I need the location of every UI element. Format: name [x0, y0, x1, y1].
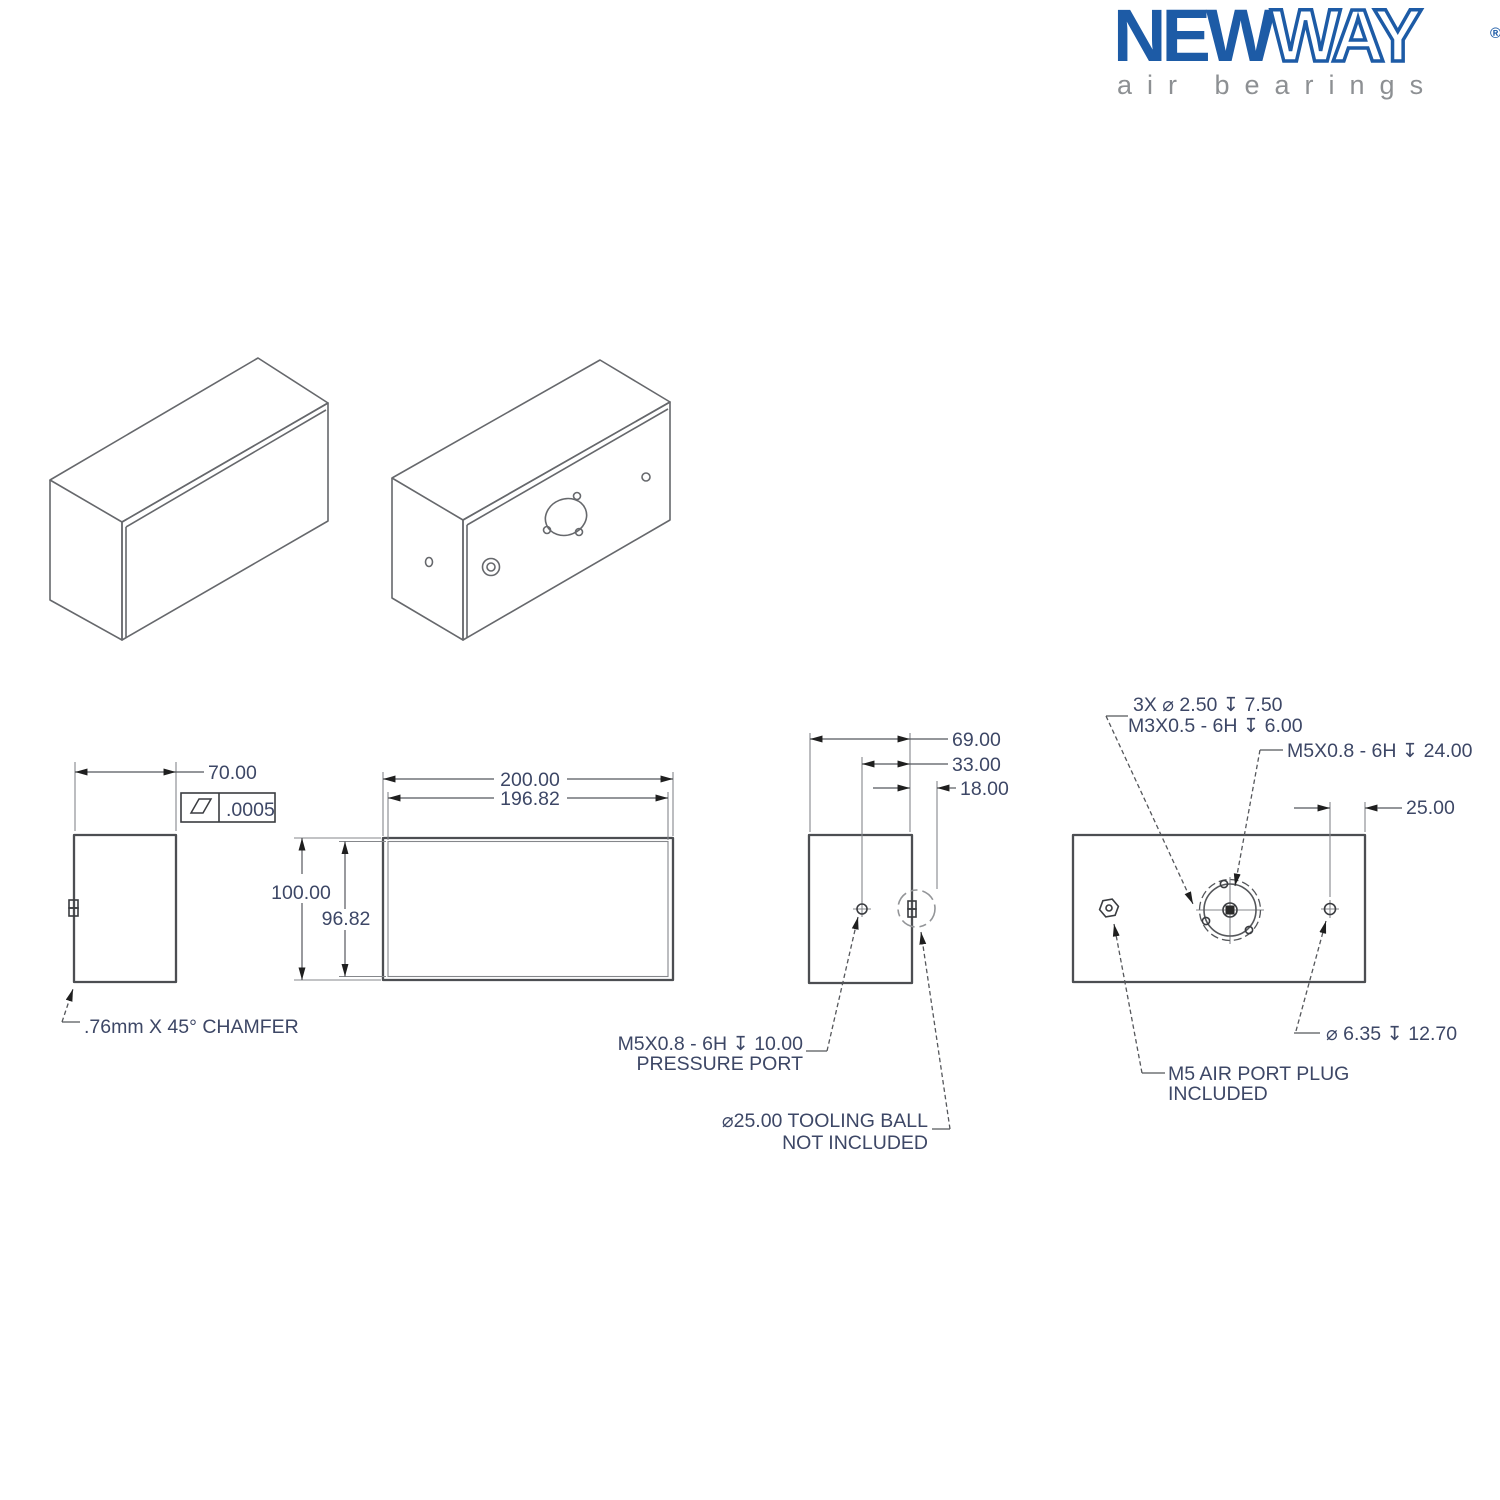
mounting-holes-callout: 3X ⌀ 2.50 ↧ 7.50: [1133, 694, 1283, 716]
m3-hole: [1201, 916, 1211, 926]
isometric-view-mounting-face: [391, 359, 671, 641]
pressure-port-callout: M5X0.8 - 6H ↧ 10.00: [618, 1033, 804, 1055]
dim-body-width: 200.00: [500, 769, 560, 791]
logo-new-text: NEW: [1113, 0, 1276, 77]
back-view: 25.00 3X ⌀ 2.50 ↧ 7.50 M3X0.5 - 6H ↧ 6.0…: [1071, 694, 1473, 1105]
logo-wordmark: NEWWAY ®: [1113, 0, 1500, 74]
registered-trademark-icon: ®: [1489, 25, 1500, 42]
dowel-hole: [1321, 900, 1339, 918]
air-port-plug-hex: [1098, 898, 1120, 918]
svg-text:INCLUDED: INCLUDED: [1168, 1083, 1268, 1105]
center-hole-cluster: [1196, 877, 1264, 944]
dim-hole-offset: 25.00: [1406, 797, 1455, 819]
dim-body-height: 100.00: [271, 882, 331, 904]
flatness-icon: [189, 798, 213, 814]
svg-text:PRESSURE PORT: PRESSURE PORT: [636, 1053, 803, 1075]
dowel-hole-callout: ⌀ 6.35 ↧ 12.70: [1326, 1023, 1457, 1045]
newway-logo: NEWWAY ® air bearings: [1113, 0, 1500, 101]
counterbore-iso-outer: [481, 557, 501, 577]
pressure-port-hole: [856, 903, 868, 915]
svg-text:M3X0.5 - 6H ↧ 6.00: M3X0.5 - 6H ↧ 6.00: [1128, 715, 1303, 737]
tooling-ball-seat-iso: [542, 491, 588, 537]
chamfer-note: .76mm X 45° CHAMFER: [84, 1016, 299, 1038]
end-port-iso: [424, 556, 434, 568]
side-view: 69.00 33.00 18.00 M5X0.8 - 6H ↧ 10.00 PR…: [618, 729, 1009, 1154]
counterbore-iso-inner: [486, 562, 496, 572]
porous-face-outline: [387, 840, 669, 978]
isometric-view-bearing-face: [49, 357, 329, 641]
m3-hole: [1219, 879, 1229, 889]
flatness-control-frame: .0005: [180, 792, 276, 823]
m5-center-port: [1225, 905, 1235, 915]
front-view: 200.00 196.82 100.00 96.82: [271, 769, 675, 982]
back-hole-iso: [641, 472, 651, 482]
logo-tagline: air bearings: [1117, 70, 1439, 100]
flatness-value: .0005: [226, 799, 275, 821]
svg-text:NOT INCLUDED: NOT INCLUDED: [782, 1132, 928, 1154]
dim-face-height: 96.82: [322, 908, 371, 930]
tooling-ball-circle: [897, 889, 936, 928]
dim-depth: 69.00: [952, 729, 1001, 751]
dim-width-70: 70.00: [208, 762, 257, 784]
dim-ball-offset: 18.00: [960, 778, 1009, 800]
m3-hole: [1244, 925, 1254, 935]
air-port-callout: M5X0.8 - 6H ↧ 24.00: [1287, 740, 1473, 762]
dim-port-offset: 33.00: [952, 754, 1001, 776]
tooling-ball-callout: ⌀25.00 TOOLING BALL: [722, 1110, 928, 1132]
logo-way-text: WAY: [1269, 0, 1424, 77]
plug-note: M5 AIR PORT PLUG: [1168, 1063, 1349, 1085]
dim-face-width: 196.82: [500, 788, 560, 810]
front-end-view: 70.00 .0005 .76mm X 45° CHAMFER: [61, 762, 299, 1038]
